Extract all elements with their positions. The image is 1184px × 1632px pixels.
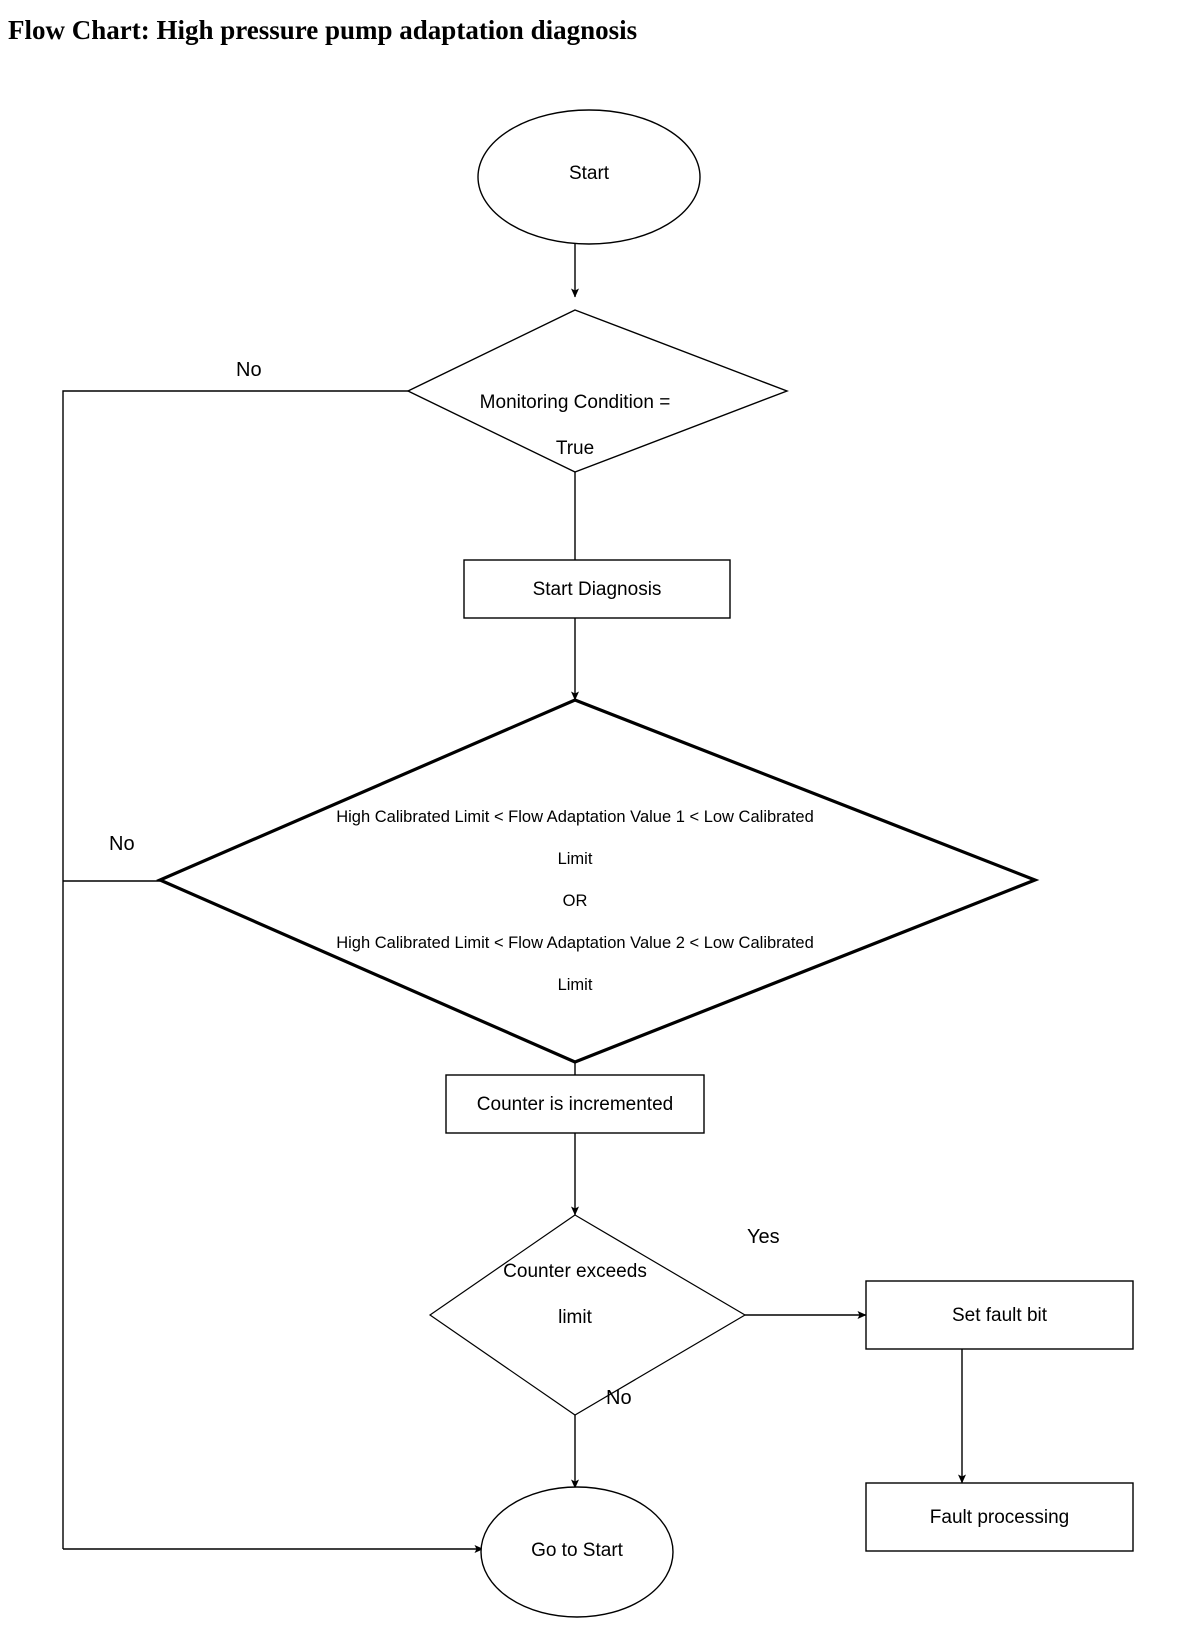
edge-monitoring-no bbox=[62, 390, 408, 1549]
edge-label-no-monitoring: No bbox=[236, 359, 262, 381]
edge-label-no-limit-check: No bbox=[109, 833, 135, 855]
node-monitoring-condition bbox=[406, 309, 789, 473]
node-counter-exceeds bbox=[428, 1214, 747, 1416]
node-go-to-start bbox=[480, 1486, 674, 1618]
edge-label-yes-counter: Yes bbox=[747, 1226, 780, 1248]
node-counter-increment bbox=[445, 1074, 705, 1134]
node-start-diagnosis bbox=[463, 559, 731, 619]
edge-label-no-counter: No bbox=[606, 1387, 632, 1409]
node-fault-processing bbox=[865, 1482, 1134, 1552]
node-limit-check bbox=[155, 698, 1040, 1064]
node-set-fault-bit bbox=[865, 1280, 1134, 1350]
page-title: Flow Chart: High pressure pump adaptatio… bbox=[8, 15, 638, 45]
node-start bbox=[477, 109, 701, 245]
